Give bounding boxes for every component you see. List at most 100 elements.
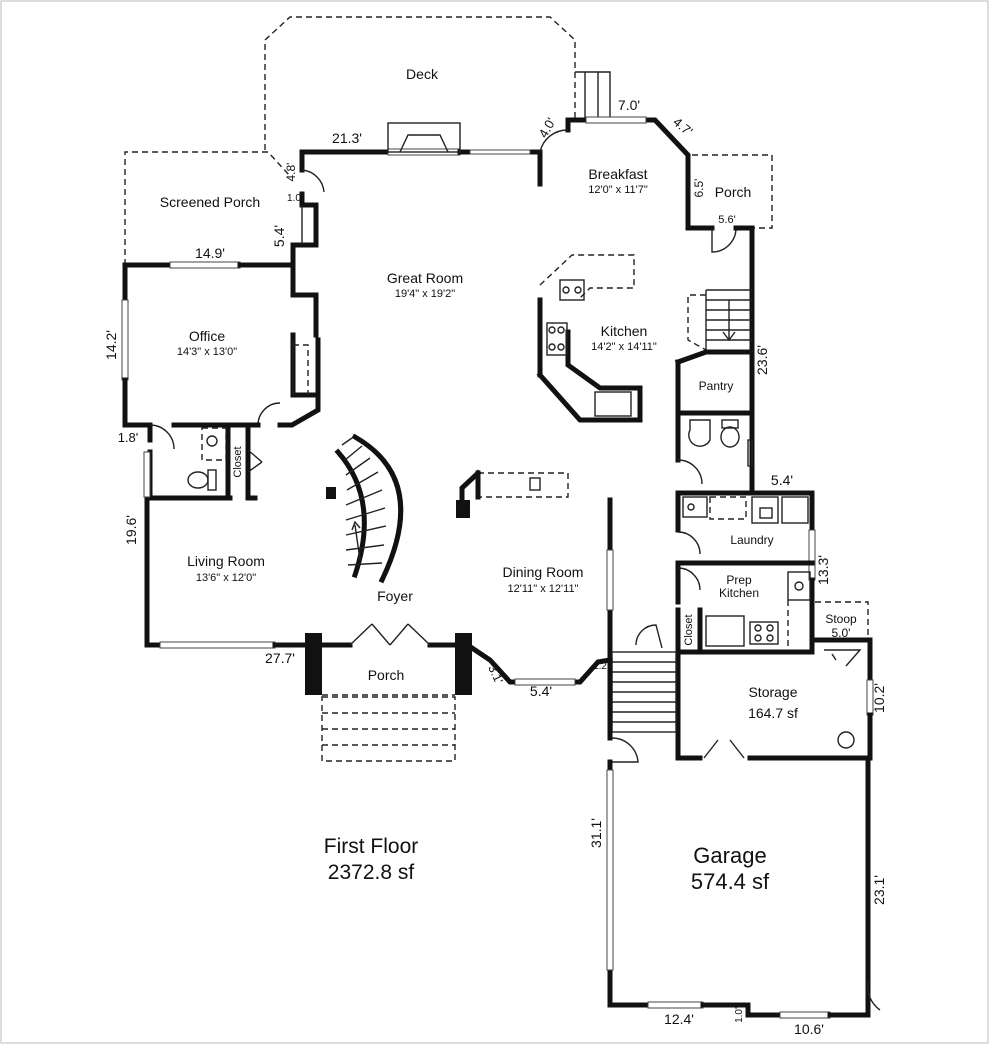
laundry-north-wall [675, 490, 815, 533]
dim-4-0: 4.0' [535, 115, 558, 140]
dim-10-6: 10.6' [794, 1021, 824, 1037]
rear-porch-label: Porch [715, 184, 752, 200]
front-double-door [349, 623, 431, 646]
garage-west-window [606, 769, 614, 971]
garage-south-door [779, 1011, 831, 1019]
garage-east-wall [827, 755, 871, 1018]
breakfast-size: 12'0" x 11'7" [588, 184, 648, 196]
front-column-right [455, 633, 472, 695]
stoop-dim: 5.0' [832, 626, 851, 640]
great-room-label: Great Room [387, 270, 463, 286]
screened-porch-outline [124, 151, 291, 265]
breakfast-bay-window [585, 116, 647, 124]
living-room-south-window [159, 641, 276, 649]
rear-porch-door [711, 227, 737, 253]
office-west-window [121, 299, 129, 381]
closet-left-label: Closet [232, 446, 244, 477]
laundry-fixtures [682, 496, 809, 524]
storage-label: Storage [748, 684, 797, 700]
office-label: Office [189, 328, 226, 344]
storage-west-wall [675, 649, 703, 761]
north-window [469, 149, 531, 155]
kitchen-east-wall [733, 225, 755, 483]
office-cabinet [293, 344, 309, 395]
closet-right-door [635, 624, 663, 649]
dim-23-6: 23.6' [754, 345, 770, 375]
prep-kitchen-label-1: Prep [726, 573, 752, 587]
dim-10-2: 10.2' [871, 683, 887, 713]
office-west-wall-b [122, 377, 153, 428]
pantry-north-wall [674, 349, 755, 366]
water-heater [837, 731, 855, 749]
powder-room-door [677, 459, 703, 485]
dim-31-1: 31.1' [588, 818, 604, 848]
dim-4-7: 4.7' [670, 114, 695, 139]
closet-left-doors [247, 449, 263, 473]
dim-7-0: 7.0' [618, 97, 640, 113]
breakfast-bay-wall [565, 117, 715, 231]
fireplace [387, 122, 461, 153]
floor-title: First Floor [324, 835, 419, 858]
front-column-left [305, 633, 322, 695]
foyer-bar-counter [456, 469, 569, 518]
half-bath-sink [201, 427, 227, 461]
dining-bay-window [514, 678, 576, 686]
dim-5-6: 5.6' [718, 214, 735, 226]
laundry-label: Laundry [730, 533, 773, 547]
dining-room-label: Dining Room [503, 564, 584, 580]
storage-north-wall [809, 637, 873, 683]
prep-kitchen-label-2: Kitchen [719, 586, 759, 600]
dim-1-0a: 1.0 [287, 193, 301, 204]
office-north-window [169, 261, 241, 269]
prep-kitchen-fixtures [705, 571, 811, 648]
storage-double-door [703, 739, 745, 759]
living-room-door [149, 424, 175, 450]
dim-5-4a: 5.4' [271, 225, 287, 247]
dim-5-4c: 5.4' [530, 683, 552, 699]
closet-right-label: Closet [683, 614, 695, 645]
garage-corner-mark [866, 979, 881, 1011]
living-room-size: 13'6" x 12'0" [196, 572, 256, 584]
screened-porch-door [301, 169, 325, 193]
garage-door-swing [611, 737, 639, 763]
dim-23-1: 23.1' [871, 875, 887, 905]
powder-room-fixtures [688, 419, 753, 467]
front-porch-label: Porch [368, 667, 405, 683]
laundry-door [677, 531, 701, 555]
dim-3-1: 3.1' [485, 663, 506, 686]
stoop-label: Stoop [825, 612, 857, 626]
prep-door [677, 567, 701, 591]
stoop-outline [815, 601, 869, 640]
office-north-wall-b [237, 262, 319, 338]
kitchen-size: 14'2" x 14'11" [591, 341, 657, 353]
dim-4-8: 4.8' [284, 163, 298, 182]
dim-5-4b: 5.4' [771, 472, 793, 488]
great-room-west-wall [290, 191, 319, 268]
office-se-wall [277, 392, 321, 428]
garage-area: 574.4 sf [691, 869, 770, 894]
living-room-label: Living Room [187, 553, 265, 569]
floor-area: 2372.8 sf [328, 861, 415, 884]
curved-staircase [326, 433, 404, 584]
office-east-partition [290, 332, 321, 398]
dim-19-6: 19.6' [123, 515, 139, 545]
dining-east-opening [606, 549, 614, 611]
dim-21-3: 21.3' [332, 130, 362, 146]
storage-south-wall [747, 712, 873, 761]
kitchen-label: Kitchen [601, 323, 648, 339]
office-size: 14'3" x 13'0" [177, 346, 237, 358]
dim-13-3: 13.3' [815, 555, 831, 585]
dim-1-8: 1.8' [118, 430, 139, 445]
kitchen-counters [536, 254, 643, 423]
half-bath-toilet [187, 469, 217, 491]
pantry-label: Pantry [699, 379, 734, 393]
dim-14-9: 14.9' [195, 245, 225, 261]
rear-porch-outline [692, 154, 773, 229]
garage-west-wall [607, 759, 651, 1008]
office-door [257, 402, 281, 426]
living-room-west-window-a [143, 451, 151, 498]
garage-south-wall [700, 1002, 783, 1018]
front-porch-steps [321, 696, 456, 762]
living-room-west-wall-b [144, 557, 163, 648]
